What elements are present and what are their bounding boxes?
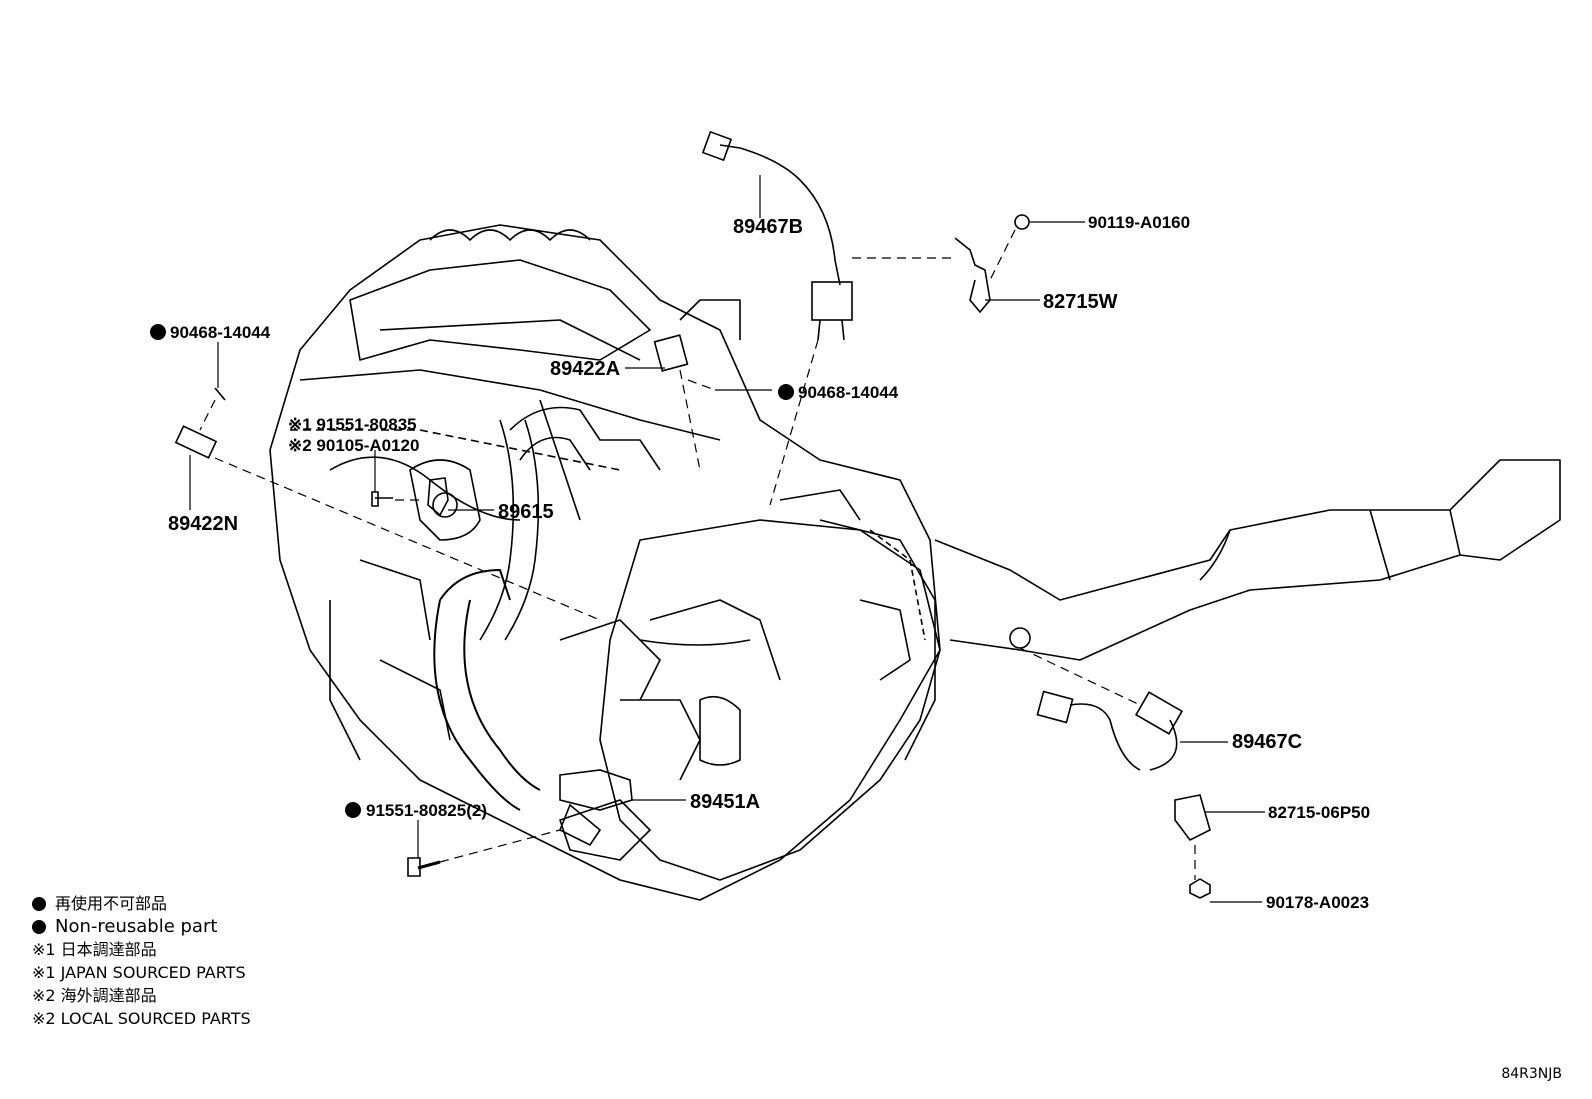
legend-row-japan-en: ※1 JAPAN SOURCED PARTS [32, 961, 251, 984]
non-reusable-dot [32, 896, 46, 911]
callout-labels: 89467B 90119-A0160 82715W 90468-14044 89… [168, 213, 1370, 912]
callout-82715-06P50: 82715-06P50 [1268, 803, 1370, 822]
callout-89615: 89615 [498, 501, 554, 523]
engine-transaxle-illustration [269, 224, 1561, 901]
legend-row-nonreusable-en: Non-reusable part [32, 915, 251, 938]
callout-89422A: 89422A [550, 358, 620, 380]
callout-90119-A0160: 90119-A0160 [1088, 213, 1190, 232]
legend: 再使用不可部品 Non-reusable part ※1 日本調達部品 ※1 J… [32, 892, 251, 1030]
document-code: 84R3NJB [1501, 1066, 1562, 1082]
callout-89467C: 89467C [1232, 731, 1302, 753]
callout-82715W: 82715W [1043, 291, 1118, 313]
callout-90468-14044-left: 90468-14044 [170, 323, 271, 342]
legend-row-local-jp: ※2 海外調達部品 [32, 984, 251, 1007]
leader-lines [189, 175, 1265, 903]
callout-90468-14044-right: 90468-14044 [798, 383, 899, 402]
legend-row-nonreusable-jp: 再使用不可部品 [32, 892, 251, 915]
callout-90178-A0023: 90178-A0023 [1266, 893, 1369, 912]
legend-local-en: ※2 LOCAL SOURCED PARTS [32, 1009, 251, 1028]
legend-nonreusable-en: Non-reusable part [55, 916, 218, 937]
legend-row-japan-jp: ※1 日本調達部品 [32, 938, 251, 961]
non-reusable-markers [150, 324, 794, 818]
non-reusable-dot [32, 919, 46, 934]
legend-nonreusable-jp: 再使用不可部品 [55, 894, 168, 913]
non-reusable-dot [150, 324, 166, 340]
callout-89467B: 89467B [733, 216, 803, 238]
non-reusable-dot [778, 384, 794, 400]
non-reusable-dot [345, 802, 361, 818]
callout-89451A: 89451A [690, 791, 760, 813]
callout-91551-80825: 91551-80825(2) [366, 801, 487, 820]
sensor-parts [174, 130, 1211, 899]
legend-row-local-en: ※2 LOCAL SOURCED PARTS [32, 1007, 251, 1030]
callout-90105-A0120: ※2 90105-A0120 [288, 436, 419, 455]
legend-japan-jp: ※1 日本調達部品 [32, 940, 157, 959]
dashed-guide-lines [199, 229, 1196, 880]
callout-91551-80835: ※1 91551-80835 [288, 415, 417, 434]
legend-japan-en: ※1 JAPAN SOURCED PARTS [32, 963, 246, 982]
legend-local-jp: ※2 海外調達部品 [32, 986, 157, 1005]
callout-89422N: 89422N [168, 513, 238, 535]
